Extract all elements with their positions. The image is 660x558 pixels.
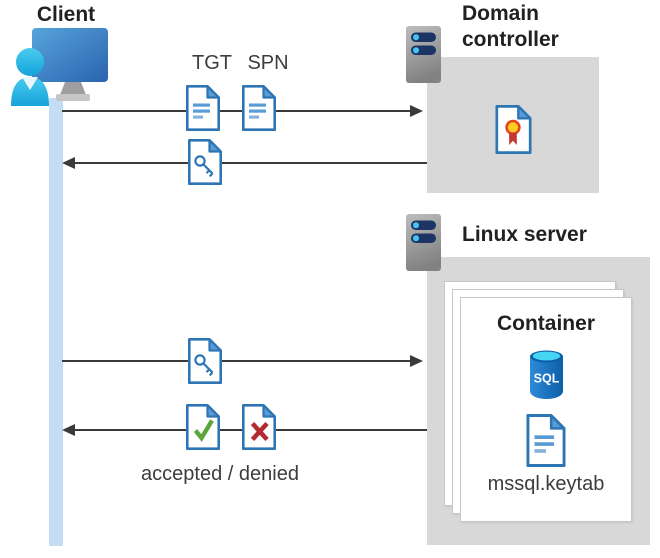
arrowhead-left-icon bbox=[62, 424, 75, 436]
keytab-file-icon bbox=[525, 414, 567, 467]
arrowhead-right-icon bbox=[410, 355, 423, 367]
container-card-front bbox=[460, 297, 632, 522]
client-lifeline bbox=[49, 98, 63, 546]
spn-document-icon bbox=[242, 85, 276, 131]
sql-badge-text: SQL bbox=[534, 372, 560, 386]
arrow-line bbox=[75, 162, 427, 164]
spn-label: SPN bbox=[247, 52, 289, 74]
domain-controller-label: Domain controller bbox=[462, 2, 559, 51]
accepted-document-icon bbox=[186, 404, 220, 450]
ticket-key-document-icon bbox=[188, 338, 222, 384]
keytab-label: mssql.keytab bbox=[487, 473, 605, 495]
sql-database-icon: SQL bbox=[530, 350, 563, 399]
arrowhead-right-icon bbox=[410, 105, 423, 117]
tgt-document-icon bbox=[186, 85, 220, 131]
denied-document-icon bbox=[242, 404, 276, 450]
certificate-icon bbox=[494, 105, 533, 154]
linux-server-icon bbox=[406, 214, 441, 271]
tgt-label: TGT bbox=[192, 52, 232, 74]
arrow-line bbox=[62, 360, 414, 362]
linux-server-label: Linux server bbox=[462, 223, 587, 246]
arrowhead-left-icon bbox=[62, 157, 75, 169]
container-label: Container bbox=[496, 312, 595, 335]
client-label: Client bbox=[36, 3, 96, 26]
arrow-line bbox=[62, 110, 414, 112]
accepted-denied-label: accepted / denied bbox=[141, 463, 299, 485]
client-user-workstation-icon bbox=[11, 28, 108, 106]
dc-server-icon bbox=[406, 26, 441, 83]
ticket-key-document-icon bbox=[188, 139, 222, 185]
